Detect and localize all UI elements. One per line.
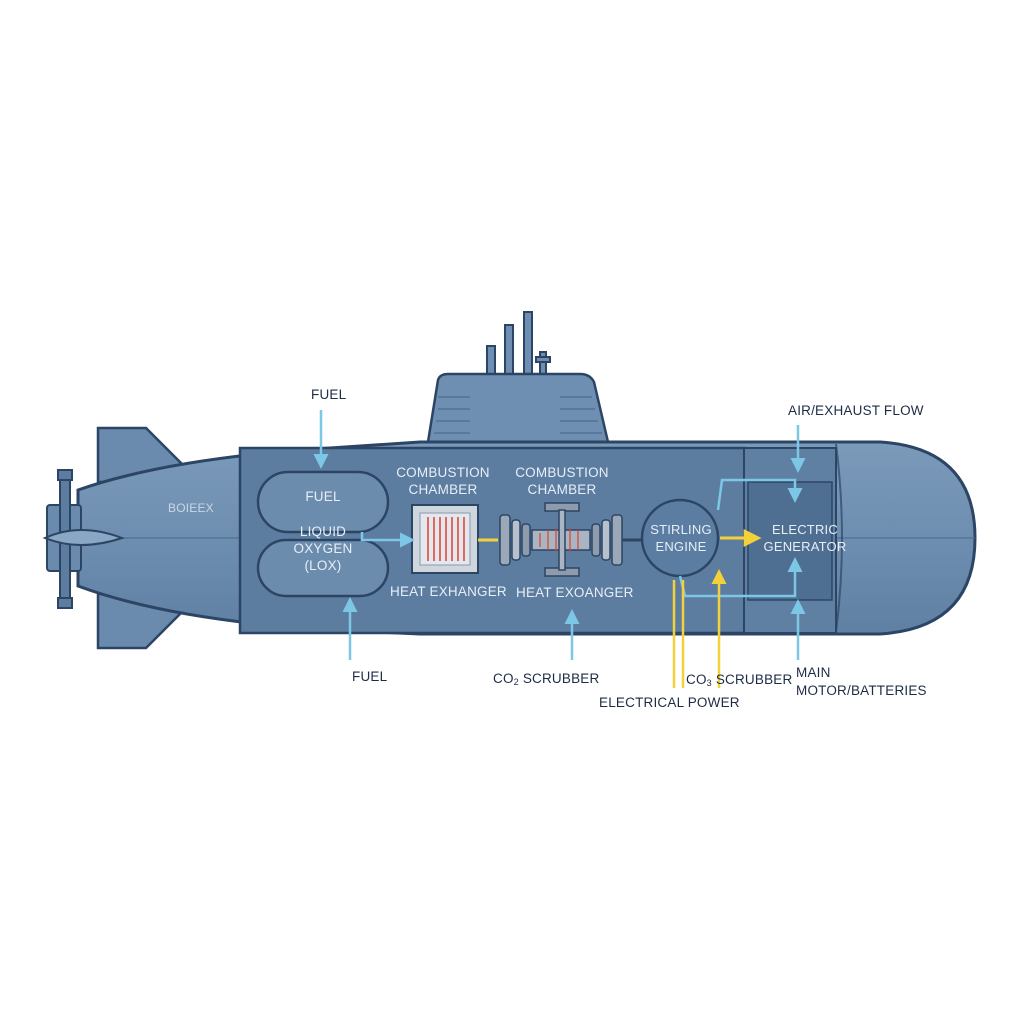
fuel-tank	[256, 470, 390, 534]
combustion-chamber-1-label: COMBUSTION CHAMBER	[396, 465, 490, 497]
boeex-label: BOIEEX	[168, 501, 214, 515]
air-exhaust-flow-label: AIR/EXHAUST FLOW	[788, 403, 924, 418]
lox-tank-label: LIQUID OXYGEN (LOX)	[293, 524, 353, 573]
fuel-tank-label: FUEL	[305, 489, 341, 504]
lox-tank	[256, 538, 390, 598]
propeller-icon	[42, 469, 125, 609]
co2-scrubber-label: CO2 SCRUBBER	[493, 671, 600, 687]
gear-assembly-icon	[499, 502, 623, 577]
stirling-engine-label: STIRLING ENGINE	[650, 522, 712, 554]
heat-exchanger-2-label: HEAT EXOANGER	[516, 585, 634, 600]
fuel-bottom-label: FUEL	[352, 669, 388, 684]
masts	[486, 311, 551, 378]
conning-tower	[426, 372, 610, 444]
heat-coil-icon	[411, 504, 479, 574]
fuel-top-label: FUEL	[311, 387, 347, 402]
main-motor-batteries-label: MAIN MOTOR/BATTERIES	[796, 665, 927, 698]
mast-1	[486, 345, 496, 377]
mast-3	[523, 311, 533, 378]
combustion-chamber-2-label: COMBUSTION CHAMBER	[515, 465, 609, 497]
electric-generator-label: ELECTRIC GENERATOR	[763, 522, 847, 554]
electrical-power-label: ELECTRICAL POWER	[599, 695, 740, 710]
mast-2	[504, 324, 514, 378]
co3-scrubber-label: CO3 SCRUBBER	[686, 672, 793, 688]
heat-exchanger-1-label: HEAT EXHANGER	[390, 584, 507, 599]
mast-4-cap	[535, 356, 551, 363]
